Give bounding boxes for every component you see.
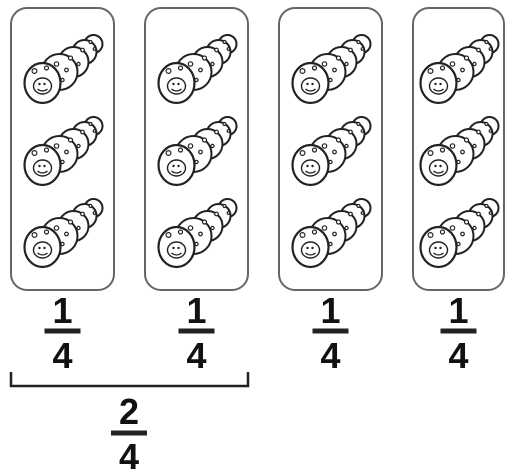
combined-fraction: 2 4 [111,391,147,475]
group-3-numerator: 1 [320,290,340,331]
group-2-numerator: 1 [186,290,206,331]
group-3-denominator: 4 [320,335,340,376]
group-4: 14 [413,8,504,376]
group-2: 14 [145,8,248,376]
group-4-numerator: 1 [448,290,468,331]
group-1-numerator: 1 [52,290,72,331]
group-1-denominator: 4 [52,335,72,376]
group-2-denominator: 4 [186,335,206,376]
combined-numerator: 2 [119,391,139,432]
group-3: 14 [279,8,382,376]
combined-denominator: 4 [119,436,139,475]
half-bracket [11,372,248,386]
group-1: 14 [11,8,114,376]
group-4-denominator: 4 [448,335,468,376]
